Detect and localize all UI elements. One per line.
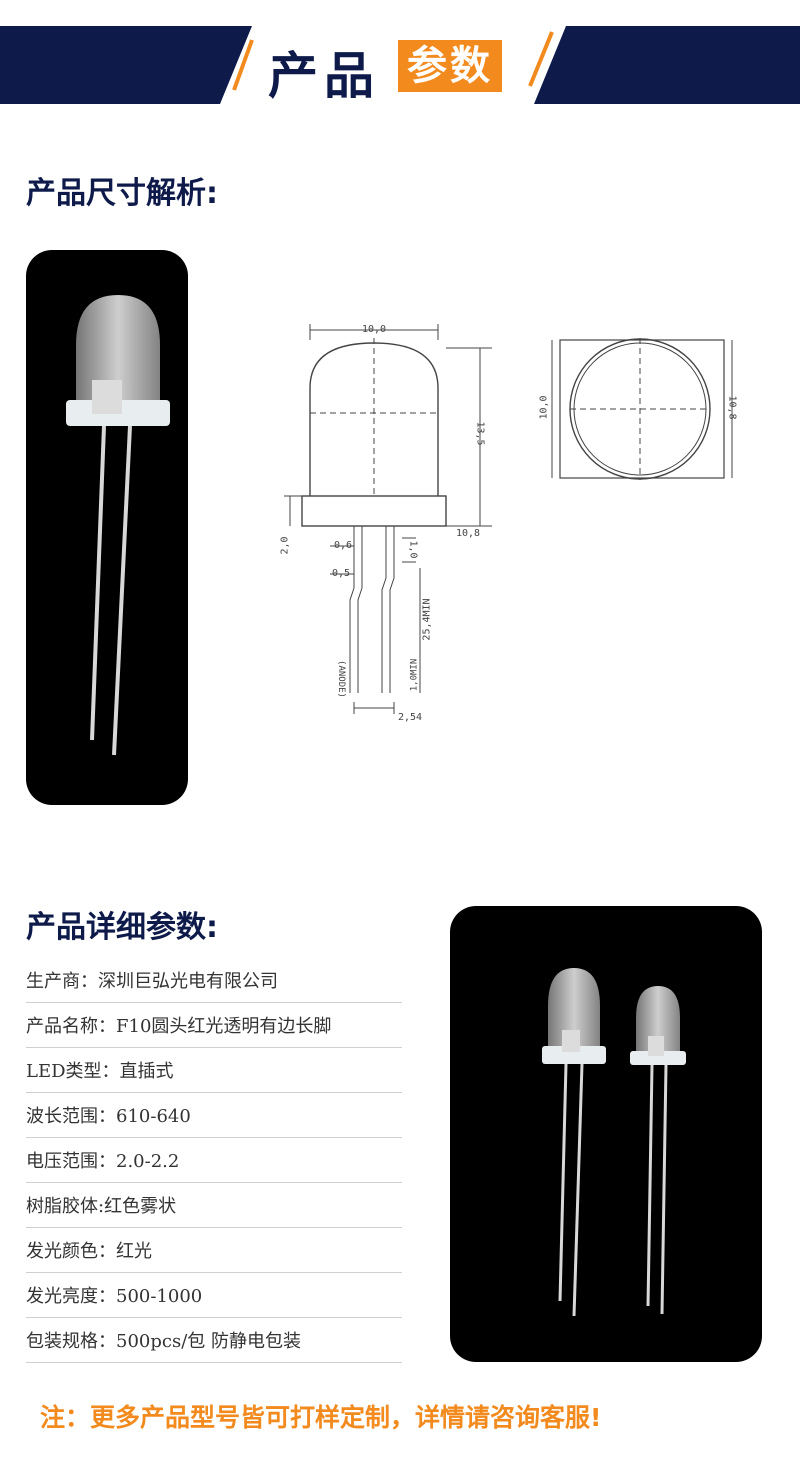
param-row: 发光亮度：500-1000 [26, 1273, 402, 1318]
footer-note: 注：更多产品型号皆可打样定制，详情请咨询客服! [40, 1403, 602, 1432]
header-banner: 产品 参数 [0, 26, 800, 105]
banner-title: 产品 [268, 47, 380, 105]
led-image [66, 295, 170, 756]
label-lead-width-b: 0,5 [332, 568, 351, 579]
label-pitch: 2,54 [398, 712, 423, 723]
param-row: 波长范围：610-640 [26, 1093, 402, 1138]
param-row: 电压范围：2.0-2.2 [26, 1138, 402, 1183]
param-row: 发光颜色：红光 [26, 1228, 402, 1273]
led-pair-photo [450, 906, 762, 1362]
label-anode: (ANODE) [335, 660, 346, 698]
label-lead-step: 1,0 [407, 540, 419, 559]
param-row: 树脂胶体:红色雾状 [26, 1183, 402, 1228]
led-pair-image [542, 968, 686, 1317]
led-photo [26, 250, 188, 805]
label-top-outer: 10,8 [726, 395, 738, 420]
dimension-drawing: 10,0 13,5 10,8 2,0 0,6 0,5 1,0 25,4MIN 1… [270, 318, 770, 738]
param-row: 生产商：深圳巨弘光电有限公司 [26, 958, 402, 1003]
label-height-total: 13,5 [474, 421, 486, 446]
label-flange-width: 10,8 [456, 528, 481, 539]
param-row: LED类型：直插式 [26, 1048, 402, 1093]
label-lead-length: 25,4MIN [421, 598, 433, 641]
param-list: 生产商：深圳巨弘光电有限公司 产品名称：F10圆头红光透明有边长脚 LED类型：… [26, 958, 402, 1363]
label-flange-height: 2,0 [279, 536, 291, 555]
label-top-inner: 10,0 [538, 395, 550, 420]
label-lead-width-a: 0,6 [334, 540, 353, 551]
details-heading: 产品详细参数: [26, 910, 218, 945]
banner-badge: 参数 [398, 40, 502, 92]
param-row: 包装规格：500pcs/包 防静电包装 [26, 1318, 402, 1363]
param-row: 产品名称：F10圆头红光透明有边长脚 [26, 1003, 402, 1048]
dimensions-heading: 产品尺寸解析: [26, 176, 218, 211]
label-width-top: 10,0 [362, 324, 387, 335]
banner-background [0, 26, 800, 104]
label-lead-min: 1,0MIN [409, 658, 420, 692]
